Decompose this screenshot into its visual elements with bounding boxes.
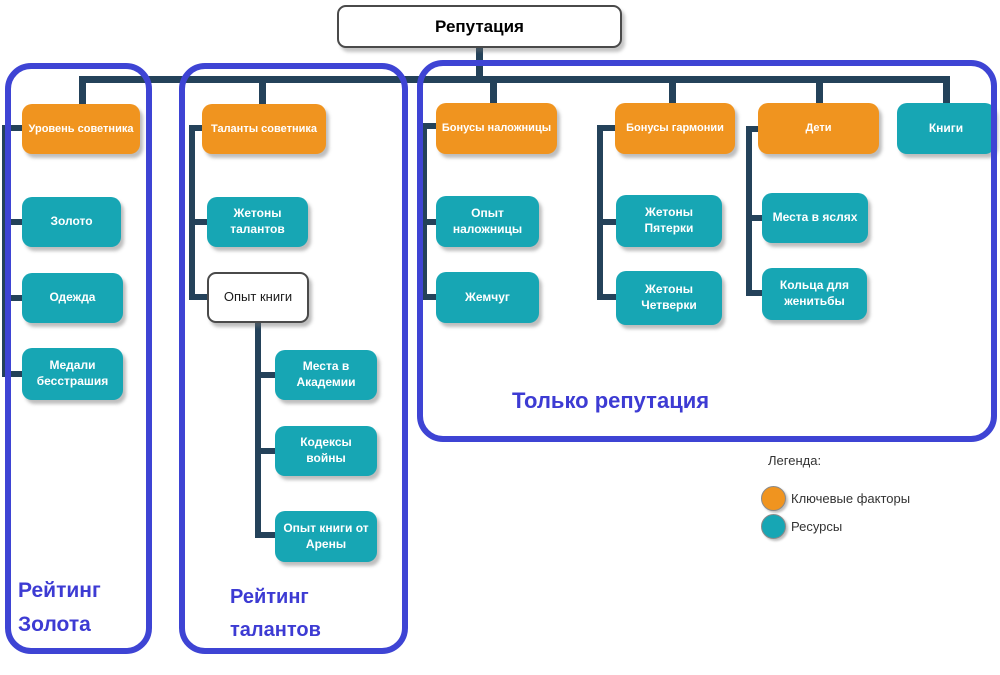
connector-gold-stub-1 (2, 219, 22, 225)
connector-harmony-elbow-v (597, 125, 603, 300)
node-advisor-talents: Таланты советника (202, 104, 326, 154)
node-gold: Золото (22, 197, 121, 247)
node-reputation-root: Репутация (337, 5, 622, 48)
connector-trunk (79, 76, 950, 83)
connector-concubine-stub-1 (421, 219, 436, 225)
node-advisor-level-label: Уровень советника (28, 122, 134, 135)
node-book-exp: Опыт книги (207, 272, 309, 323)
node-harmony-bonuses-label: Бонусы гармонии (626, 122, 724, 135)
node-concubine-bonuses-label: Бонусы наложницы (441, 122, 552, 135)
connector-harmony-stub-2 (597, 294, 616, 300)
node-war-codices: Кодексы войны (275, 426, 377, 476)
connector-children-stub-1 (746, 215, 762, 221)
connector-harmony-elbow-h (597, 125, 615, 131)
connector-bookexp-v (255, 322, 261, 538)
node-clothes-label: Одежда (49, 290, 96, 305)
legend-resources-label: Ресурсы (791, 519, 843, 534)
node-nursery-places: Места в яслях (762, 193, 868, 243)
connector-concubine-elbow-h (418, 123, 436, 129)
connector-concubine-stub-2 (421, 294, 436, 300)
connector-bookexp-stub-3 (255, 532, 275, 538)
connector-drop-harmony (669, 83, 676, 104)
connector-talents-elbow-h (189, 125, 207, 131)
node-talent-tokens: Жетоны талантов (207, 197, 308, 247)
connector-talents-stub-2 (189, 294, 207, 300)
key-factor-swatch-icon (761, 486, 786, 511)
group-label-gold-rating: Рейтинг Золота (18, 579, 101, 636)
node-advisor-talents-label: Таланты советника (211, 122, 317, 135)
node-fearless-medals-label: Медали бесстрашия (36, 358, 109, 388)
legend-title: Легенда: (768, 453, 822, 468)
node-concubine-bonuses: Бонусы наложницы (436, 103, 557, 154)
node-academy-places: Места в Академии (275, 350, 377, 400)
node-arena-book-exp: Опыт книги от Арены (275, 511, 377, 562)
connector-drop-children (816, 83, 823, 104)
legend-item-key-factors: Ключевые факторы (761, 486, 910, 511)
connector-bookexp-stub-1 (255, 372, 275, 378)
group-label-reputation-only: Только репутация (512, 388, 710, 413)
node-pearls-label: Жемчуг (465, 289, 510, 304)
connector-drop-books (943, 83, 950, 104)
node-wedding-rings: Кольца для женитьбы (762, 268, 867, 320)
node-advisor-level: Уровень советника (22, 104, 140, 154)
connector-gold-stub-2 (2, 295, 22, 301)
node-four-tokens-label: Жетоны Четверки (641, 282, 697, 312)
connector-drop-talents (259, 83, 266, 105)
legend-key-factors-label: Ключевые факторы (791, 491, 911, 506)
node-children: Дети (758, 103, 879, 154)
node-book-exp-label: Опыт книги (223, 289, 293, 305)
connector-gold-stub-3 (2, 371, 22, 377)
node-harmony-bonuses: Бонусы гармонии (615, 103, 735, 154)
node-fearless-medals: Медали бесстрашия (22, 348, 123, 400)
connector-children-stub-2 (746, 290, 762, 296)
node-five-tokens-label: Жетоны Пятерки (644, 205, 694, 235)
connector-children-elbow-h (746, 126, 758, 132)
node-pearls: Жемчуг (436, 272, 539, 323)
node-books: Книги (897, 103, 995, 154)
group-label-talents-rating: Рейтинг талантов (230, 586, 321, 641)
legend-item-resources: Ресурсы (761, 514, 842, 539)
connector-drop-concubine (490, 83, 497, 104)
connector-root-stub (476, 47, 483, 78)
node-gold-label: Золото (50, 214, 93, 229)
connector-talents-elbow-v (189, 125, 195, 300)
connector-gold-elbow-h (2, 125, 22, 131)
connector-drop-gold (79, 83, 86, 105)
node-children-label: Дети (805, 122, 832, 135)
node-four-tokens: Жетоны Четверки (616, 271, 722, 325)
connector-harmony-stub-1 (597, 219, 616, 225)
node-clothes: Одежда (22, 273, 123, 323)
node-reputation-root-label: Репутация (435, 16, 524, 36)
connector-bookexp-stub-2 (255, 448, 275, 454)
node-arena-book-exp-label: Опыт книги от Арены (283, 520, 369, 551)
node-nursery-places-label: Места в яслях (772, 210, 858, 225)
node-talent-tokens-label: Жетоны талантов (230, 206, 285, 236)
resource-swatch-icon (761, 514, 786, 539)
connector-gold-elbow-v (2, 125, 8, 377)
node-five-tokens: Жетоны Пятерки (616, 195, 722, 247)
node-academy-places-label: Места в Академии (296, 359, 356, 389)
node-concubine-exp: Опыт наложницы (436, 196, 539, 247)
connector-talents-stub-1 (189, 219, 207, 225)
node-wedding-rings-label: Кольца для женитьбы (779, 278, 850, 308)
node-books-label: Книги (928, 120, 964, 135)
node-concubine-exp-label: Опыт наложницы (452, 205, 523, 236)
connector-children-elbow-v (746, 126, 752, 296)
node-war-codices-label: Кодексы войны (300, 435, 352, 465)
connector-concubine-elbow-v (421, 123, 427, 300)
